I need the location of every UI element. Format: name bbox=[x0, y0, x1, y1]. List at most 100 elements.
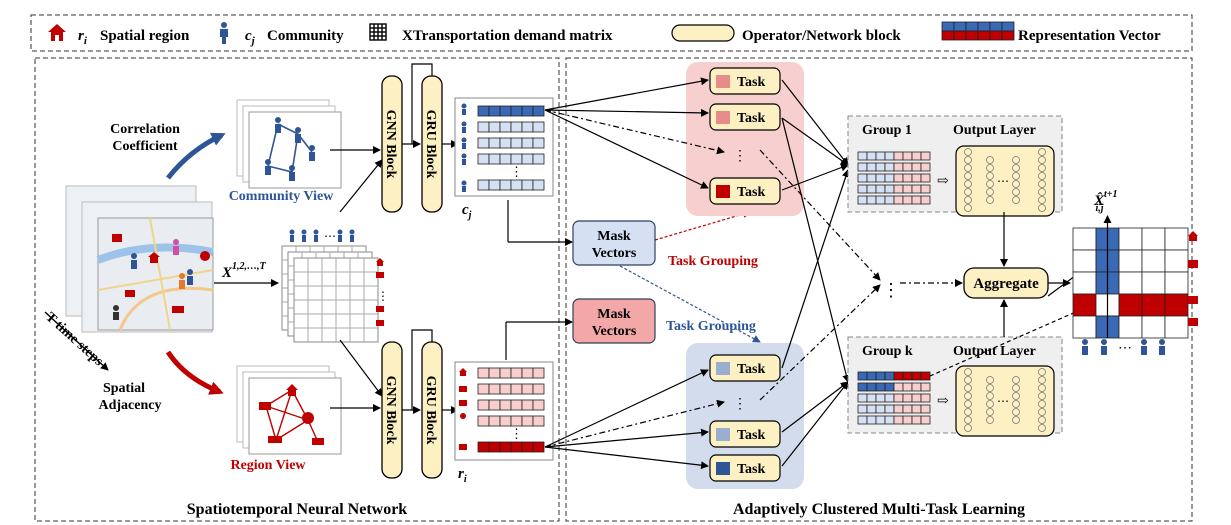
svg-text:Task: Task bbox=[737, 111, 766, 126]
output-cell bbox=[1141, 249, 1166, 273]
cj-vector bbox=[477, 153, 545, 165]
legend-vector-blue bbox=[941, 21, 1015, 32]
output-cell bbox=[1164, 271, 1189, 295]
ri-vector-highlight bbox=[477, 441, 545, 453]
x-input-sup: 1,2,…,T bbox=[232, 261, 267, 272]
output-cell bbox=[1118, 249, 1143, 273]
legend-operator-swatch bbox=[671, 24, 735, 42]
groups-vdots: ⋮ bbox=[882, 280, 900, 300]
svg-text:Task: Task bbox=[737, 428, 766, 443]
legend-community-sub: j bbox=[250, 35, 256, 47]
city-map-stack bbox=[65, 185, 214, 333]
svg-text:Task: Task bbox=[737, 75, 766, 90]
svg-text:Task: Task bbox=[737, 362, 766, 377]
spatial-label-1: Spatial bbox=[103, 381, 145, 396]
time-steps-arrow bbox=[44, 311, 109, 371]
svg-text:GNN Block: GNN Block bbox=[383, 110, 398, 179]
svg-text:Vectors: Vectors bbox=[592, 246, 637, 261]
matrix-vdots: ⋮ bbox=[377, 289, 389, 303]
svg-text:⇨: ⇨ bbox=[937, 394, 949, 409]
svg-text:ri: ri bbox=[458, 466, 467, 485]
legend-community-symbol: c bbox=[245, 28, 252, 44]
task-node-5: Task bbox=[709, 420, 781, 448]
output-cell bbox=[1141, 227, 1166, 251]
cj-vector bbox=[477, 137, 545, 149]
gru-block-top: GRU Block bbox=[421, 75, 443, 213]
task-node-4: Task bbox=[709, 354, 781, 382]
region-view-label: Region View bbox=[230, 458, 306, 473]
cj-vector bbox=[477, 121, 545, 133]
legend-representation-label: Representation Vector bbox=[1018, 28, 1161, 44]
gnn-block-bottom: GNN Block bbox=[381, 341, 403, 479]
correlation-arrow bbox=[166, 132, 226, 180]
svg-text:X̂t+1i,j: X̂t+1i,j bbox=[1093, 189, 1118, 214]
legend-region-symbol: r bbox=[78, 28, 84, 44]
svg-text:Group k: Group k bbox=[862, 344, 913, 359]
svg-text:ri: ri bbox=[78, 28, 88, 47]
output-cell bbox=[1118, 293, 1143, 317]
mask-vectors-red: Mask Vectors bbox=[572, 298, 656, 344]
right-panel-title: Adaptively Clustered Multi-Task Learning bbox=[733, 501, 1025, 518]
adjacency-arrow bbox=[165, 350, 224, 395]
aggregate-block: Aggregate bbox=[963, 267, 1049, 299]
region-icon bbox=[48, 24, 66, 41]
xhat-sup: t+1 bbox=[1104, 189, 1117, 200]
group-vector bbox=[857, 184, 931, 194]
svg-text:X1,2,…,T: X1,2,…,T bbox=[221, 261, 267, 281]
cj-label: c bbox=[462, 202, 469, 218]
ri-sub: i bbox=[464, 474, 467, 485]
community-view-graph bbox=[236, 99, 342, 189]
matrix-layer bbox=[293, 257, 379, 343]
input-matrix-stack bbox=[281, 245, 379, 343]
right-panel-frame bbox=[565, 57, 1193, 522]
matrix-row-regions bbox=[376, 258, 384, 326]
output-cell bbox=[1118, 227, 1143, 251]
group-vector bbox=[857, 404, 931, 414]
task-node-3: Task bbox=[709, 177, 781, 205]
svg-text:cj: cj bbox=[462, 202, 472, 221]
output-cell bbox=[1072, 271, 1097, 295]
region-representation-vectors bbox=[477, 367, 545, 453]
group-vector bbox=[857, 382, 931, 392]
svg-text:⇨: ⇨ bbox=[937, 174, 949, 189]
tasks-top-dots: ⋮ bbox=[733, 149, 747, 164]
group-vector bbox=[857, 195, 931, 205]
output-hdots: ⋯ bbox=[1118, 341, 1132, 356]
group-vector bbox=[857, 393, 931, 403]
svg-text:GRU Block: GRU Block bbox=[423, 110, 438, 179]
group-vector bbox=[857, 415, 931, 425]
svg-text:GNN Block: GNN Block bbox=[383, 376, 398, 445]
group-contents: ⇨⋯ ⇨⋯ bbox=[857, 145, 1055, 437]
legend-vector-red bbox=[941, 30, 1015, 41]
group-vector bbox=[857, 162, 931, 172]
ri-vector bbox=[477, 399, 545, 411]
community-view-label: Community View bbox=[229, 189, 335, 204]
matrix-column-people bbox=[289, 229, 355, 242]
task-grouping-red-label: Task Grouping bbox=[668, 254, 758, 269]
task-grouping-blue-arrow bbox=[619, 265, 761, 343]
output-cell bbox=[1072, 293, 1097, 317]
group-1-content: ⇨⋯ bbox=[857, 145, 1055, 217]
output-cell bbox=[1141, 315, 1166, 339]
ri-vdots: ⋮ bbox=[510, 426, 523, 441]
legend-representation-swatch bbox=[941, 21, 1015, 41]
cj-people-icons bbox=[461, 103, 467, 192]
legend: ri Spatial region cj Community XTranspor… bbox=[30, 14, 1193, 52]
ri-region-icons bbox=[459, 368, 467, 450]
svg-text:Output Layer: Output Layer bbox=[953, 123, 1036, 138]
svg-text:Vectors: Vectors bbox=[592, 324, 637, 339]
community-icon bbox=[220, 22, 228, 44]
svg-text:Aggregate: Aggregate bbox=[973, 276, 1039, 292]
task-node-1: Task bbox=[709, 67, 781, 95]
matrix-hdots: ⋯ bbox=[324, 229, 336, 243]
output-cell bbox=[1141, 271, 1166, 295]
group-k-content: ⇨⋯ bbox=[857, 365, 1055, 437]
mask-vectors-blue: Mask Vectors bbox=[572, 220, 656, 266]
matrix-icon bbox=[369, 23, 387, 41]
legend-region-sub: i bbox=[84, 35, 88, 47]
ri-label: r bbox=[458, 466, 464, 482]
svg-text:cj: cj bbox=[245, 28, 256, 47]
legend-operator-label: Operator/Network block bbox=[742, 28, 901, 44]
